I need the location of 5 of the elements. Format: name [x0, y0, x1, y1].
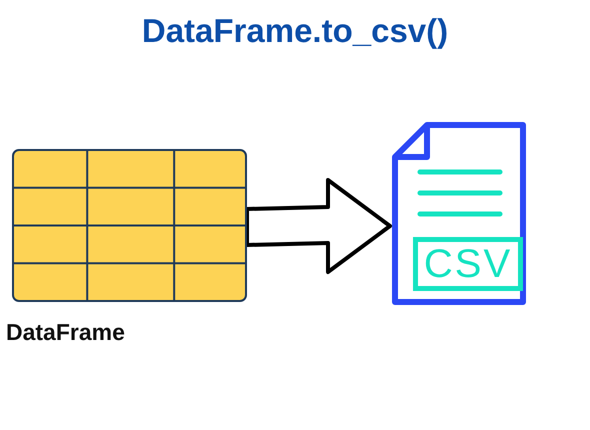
file-type-label: CSV	[413, 237, 523, 291]
node-label: DataFrame	[6, 318, 125, 347]
document-shape	[392, 122, 526, 305]
title: DataFrame.to_csv()	[140, 11, 450, 51]
block-arrow	[245, 178, 392, 274]
